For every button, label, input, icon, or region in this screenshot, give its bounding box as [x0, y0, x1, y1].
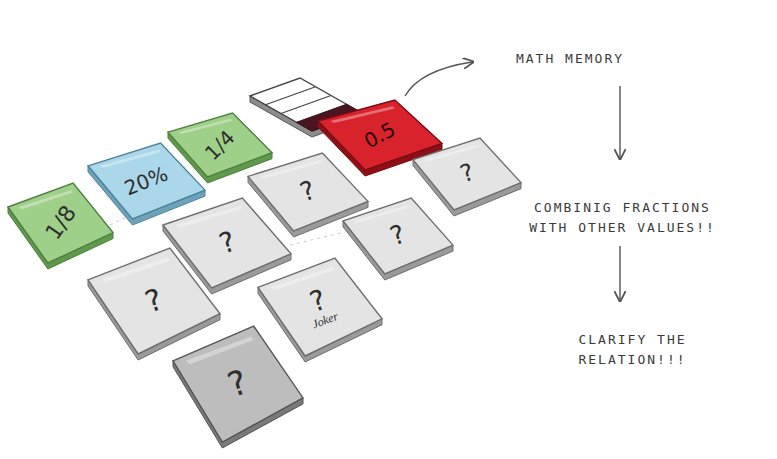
flow-arrow	[619, 246, 620, 300]
card-value: 1/4	[201, 126, 239, 164]
card-text-group: ?	[223, 364, 252, 404]
card-highlight	[270, 267, 334, 291]
memory-card: ?Joker	[258, 258, 382, 364]
card-face: ?	[413, 138, 521, 210]
card-top	[173, 326, 303, 442]
sketch-note: MATH MEMORY	[480, 49, 660, 69]
card-text-group: ?	[387, 221, 409, 251]
card-highlight	[354, 205, 411, 223]
card-value: 0.5	[361, 118, 399, 151]
card-value: ?	[387, 221, 409, 251]
card-top	[88, 248, 220, 354]
card-value: 1/8	[41, 202, 80, 244]
card-text-group: 1/4	[201, 126, 239, 164]
card-value: ?	[141, 283, 167, 318]
memory-card: ?	[343, 198, 453, 282]
card-face: ?	[343, 198, 453, 274]
memory-card: ?	[88, 248, 220, 362]
card-highlight	[186, 336, 254, 364]
card-top	[343, 198, 453, 274]
card-highlight	[260, 160, 322, 179]
card-text-group: ?	[215, 227, 239, 260]
card-highlight	[176, 206, 243, 228]
card-text-group: 1/8	[41, 202, 80, 244]
card-text-group: ?	[141, 283, 167, 318]
callout-arrow	[405, 62, 472, 96]
card-top	[413, 138, 521, 210]
card-face: ?	[88, 248, 220, 354]
card-value: ?	[223, 364, 252, 404]
card-value: ?	[297, 177, 319, 207]
card-face: 1/4	[168, 113, 272, 177]
card-value: ?	[457, 160, 478, 188]
card-text-group: ?	[297, 177, 319, 207]
card-value: ?	[215, 227, 239, 260]
card-value: 20%	[122, 163, 171, 199]
card-text-group: 0.5	[361, 118, 399, 151]
card-highlight	[424, 144, 480, 161]
card-text-group: ?	[457, 160, 478, 188]
memory-card: 1/8	[8, 183, 113, 271]
card-top	[8, 183, 113, 263]
flow-arrow	[619, 86, 620, 158]
card-highlight	[100, 150, 161, 168]
card-top	[258, 258, 382, 356]
card-face: ?Joker	[258, 258, 382, 356]
memory-card: ?	[173, 326, 303, 450]
sketch-note: CLARIFY THE RELATION!!!	[545, 330, 720, 369]
sketch-note: COMBINIG FRACTIONS WITH OTHER VALUES!!	[520, 198, 725, 237]
card-highlight	[101, 258, 170, 283]
card-text-group: ?Joker	[300, 283, 339, 332]
card-face: ?	[173, 326, 303, 442]
card-face: 1/8	[8, 183, 113, 263]
card-text-group: 20%	[122, 163, 171, 199]
memory-card: ?	[413, 138, 521, 218]
card-top	[168, 113, 272, 177]
